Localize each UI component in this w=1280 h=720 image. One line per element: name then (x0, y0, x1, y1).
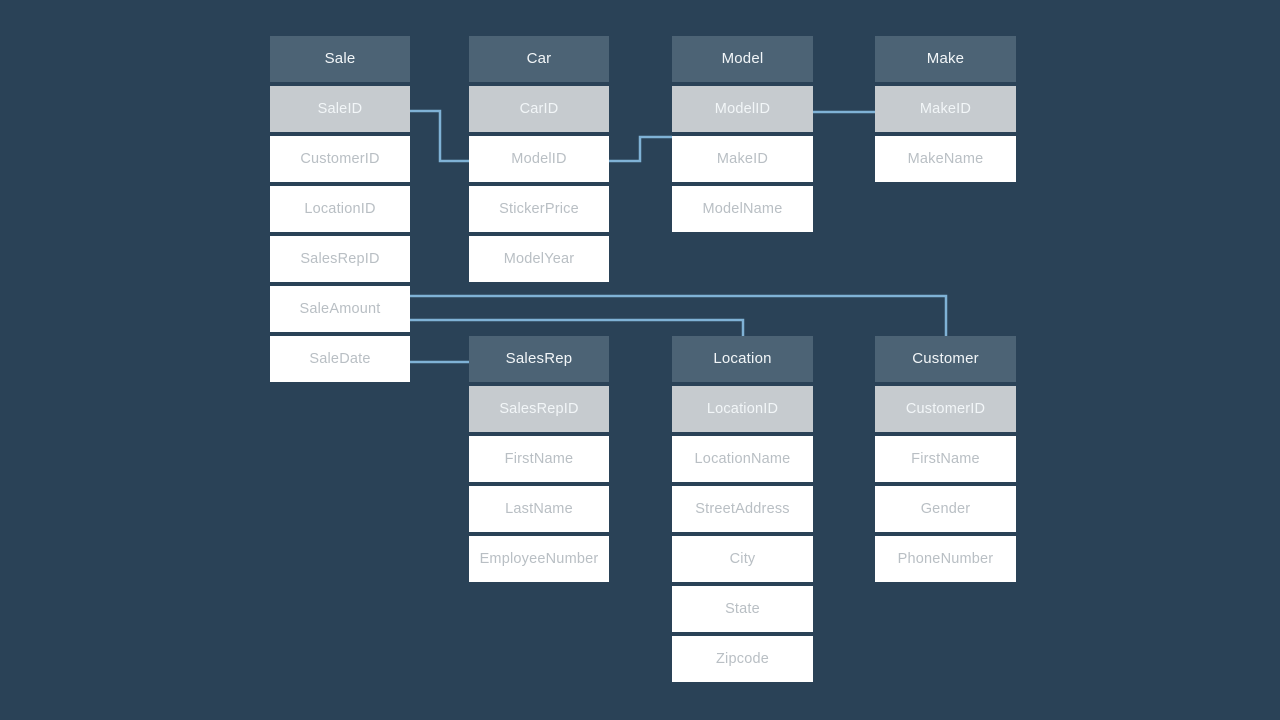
relationship-sale-to-car (410, 109, 469, 163)
field-phonenumber[interactable]: PhoneNumber (875, 536, 1016, 582)
primary-key-field-saleid[interactable]: SaleID (270, 86, 410, 132)
entity-title-location: Location (672, 336, 813, 382)
relationship-car-to-model (609, 135, 672, 163)
entity-title-salesrep: SalesRep (469, 336, 609, 382)
field-modelname[interactable]: ModelName (672, 186, 813, 232)
field-modelid[interactable]: ModelID (469, 136, 609, 182)
field-zipcode[interactable]: Zipcode (672, 636, 813, 682)
field-customerid[interactable]: CustomerID (270, 136, 410, 182)
field-city[interactable]: City (672, 536, 813, 582)
field-state[interactable]: State (672, 586, 813, 632)
field-firstname[interactable]: FirstName (469, 436, 609, 482)
relationship-sale-to-customer (410, 294, 948, 336)
field-saleamount[interactable]: SaleAmount (270, 286, 410, 332)
primary-key-field-customerid[interactable]: CustomerID (875, 386, 1016, 432)
field-streetaddress[interactable]: StreetAddress (672, 486, 813, 532)
primary-key-field-salesrepid[interactable]: SalesRepID (469, 386, 609, 432)
field-locationid[interactable]: LocationID (270, 186, 410, 232)
field-stickerprice[interactable]: StickerPrice (469, 186, 609, 232)
field-makename[interactable]: MakeName (875, 136, 1016, 182)
primary-key-field-modelid[interactable]: ModelID (672, 86, 813, 132)
entity-title-sale: Sale (270, 36, 410, 82)
field-salesrepid[interactable]: SalesRepID (270, 236, 410, 282)
field-firstname[interactable]: FirstName (875, 436, 1016, 482)
field-makeid[interactable]: MakeID (672, 136, 813, 182)
entity-title-model: Model (672, 36, 813, 82)
primary-key-field-carid[interactable]: CarID (469, 86, 609, 132)
relationship-sale-to-location (410, 318, 745, 336)
primary-key-field-makeid[interactable]: MakeID (875, 86, 1016, 132)
field-lastname[interactable]: LastName (469, 486, 609, 532)
field-modelyear[interactable]: ModelYear (469, 236, 609, 282)
entity-title-make: Make (875, 36, 1016, 82)
entity-title-car: Car (469, 36, 609, 82)
field-gender[interactable]: Gender (875, 486, 1016, 532)
field-locationname[interactable]: LocationName (672, 436, 813, 482)
field-employeenumber[interactable]: EmployeeNumber (469, 536, 609, 582)
primary-key-field-locationid[interactable]: LocationID (672, 386, 813, 432)
field-saledate[interactable]: SaleDate (270, 336, 410, 382)
entity-title-customer: Customer (875, 336, 1016, 382)
